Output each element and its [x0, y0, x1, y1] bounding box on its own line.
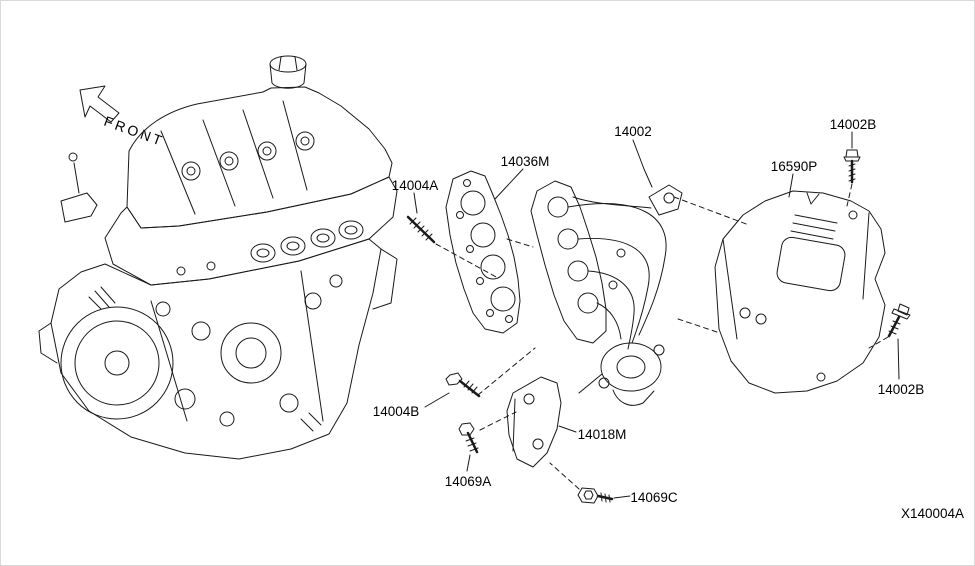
- assembly-dashed-lines: [435, 183, 889, 490]
- callout-14069a: 14069A: [445, 474, 492, 489]
- oil-cap-drawing: [269, 55, 307, 89]
- bracket-drawing: [506, 376, 562, 468]
- manifold-collector-flange: [600, 342, 662, 392]
- diagram-code: X140004A: [901, 506, 964, 521]
- bolt-14069a-drawing: [458, 422, 479, 454]
- engine-assembly-drawing: [38, 55, 398, 460]
- bolt-14004b-drawing: [445, 372, 481, 398]
- callout-14002b-top: 14002B: [830, 117, 877, 132]
- callout-14002b-right: 14002B: [878, 382, 925, 397]
- cylinder-head-outline: [104, 176, 398, 286]
- cylinder-block-outline: [50, 238, 382, 460]
- crank-pulley-circle: [60, 306, 174, 420]
- callout-labels: 14002 14002B 14036M 16590P 14004A 14002B…: [373, 117, 925, 505]
- fitting-14069c-drawing: [577, 487, 614, 504]
- exhaust-manifold-drawing: [530, 180, 683, 406]
- bracket-outline: [506, 376, 562, 468]
- stud-14004a-drawing: [406, 215, 436, 244]
- callout-14004a: 14004A: [392, 178, 439, 193]
- manifold-flange-outline: [530, 180, 607, 344]
- callout-14002: 14002: [614, 124, 652, 139]
- front-label: FRONT: [102, 113, 167, 150]
- heat-shield-drawing: [714, 190, 886, 394]
- gasket-outline: [445, 170, 521, 334]
- callout-14036m: 14036M: [501, 154, 550, 169]
- bolt-14002b-top-drawing: [843, 149, 861, 184]
- callout-14004b: 14004B: [373, 404, 420, 419]
- callout-14018m: 14018M: [578, 427, 627, 442]
- callout-14069c: 14069C: [630, 490, 678, 505]
- bolt-14002b-right-drawing: [887, 303, 911, 338]
- heat-shield-outline: [714, 190, 886, 394]
- leader-lines: [413, 131, 900, 499]
- manifold-gasket-drawing: [445, 170, 521, 334]
- front-indicator: FRONT: [79, 85, 167, 150]
- callout-16590p: 16590P: [771, 159, 818, 174]
- front-arrow-icon: [79, 85, 120, 123]
